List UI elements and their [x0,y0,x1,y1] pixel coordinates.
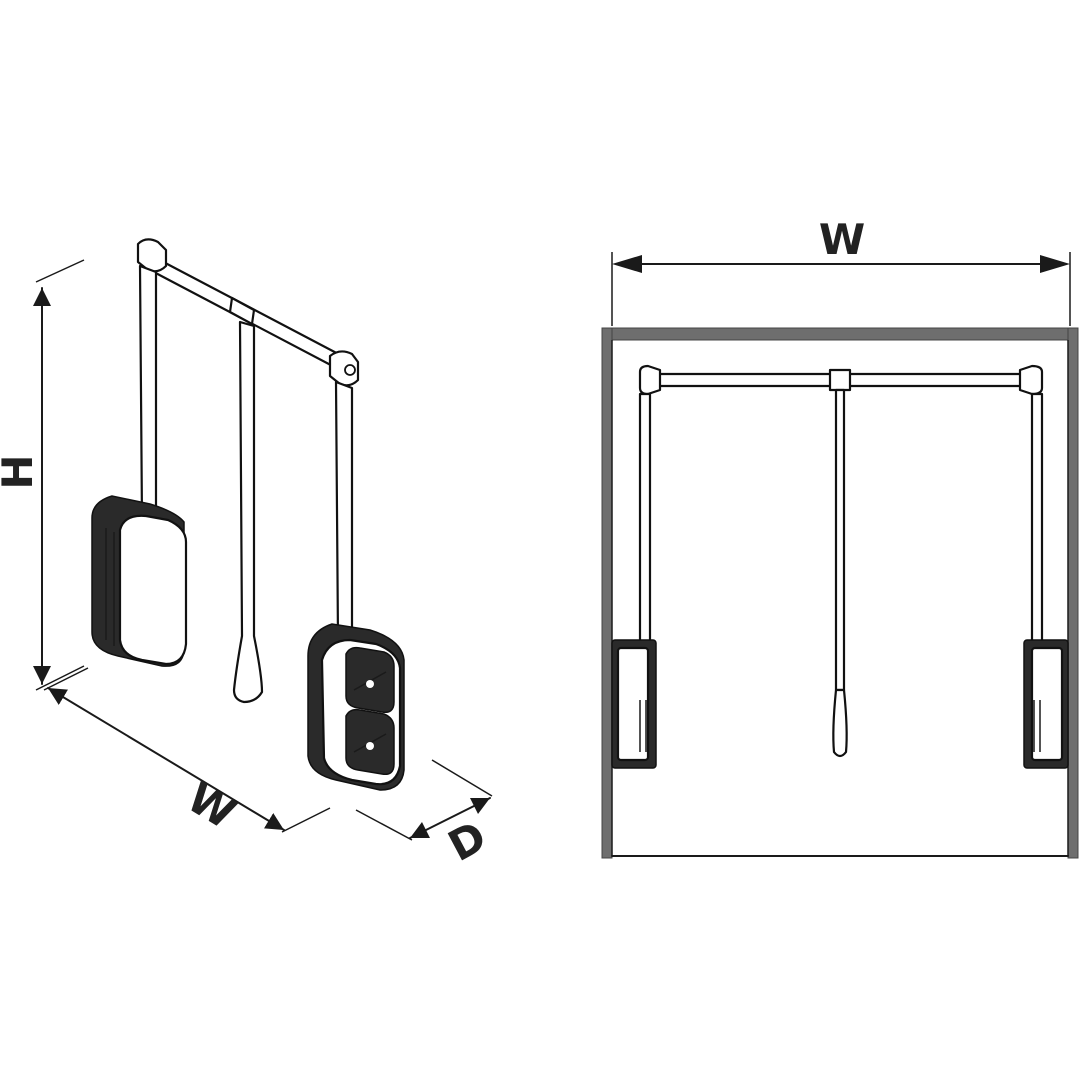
front-view: W [601,215,1079,859]
front-left-mechanism [611,639,657,769]
depth-label: D [440,811,494,871]
iso-left-mechanism [91,495,188,667]
front-width-dimension: W [611,215,1071,326]
height-label: H [0,454,42,489]
iso-right-mechanism [307,623,405,791]
front-width-label: W [819,215,865,264]
front-right-mechanism [1023,639,1069,769]
iso-width-dimension: W [43,667,331,839]
iso-left-arm [138,264,158,522]
height-dimension: H [0,259,85,691]
iso-right-arm [334,380,354,642]
iso-width-label: W [179,773,244,839]
iso-pull-handle [232,320,264,704]
front-pull-handle [832,388,848,758]
isometric-view: H W D [0,238,494,871]
front-top-rail [638,364,1044,396]
wardrobe-cabinet [601,327,1079,859]
